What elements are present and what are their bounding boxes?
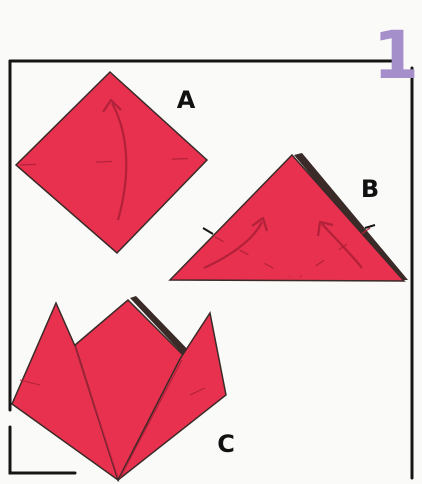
label-b: B [361, 175, 379, 203]
figure-c-tulip [12, 296, 226, 480]
triangle-paper [170, 155, 404, 281]
triangle-right-tick [365, 225, 375, 228]
label-c: C [217, 430, 235, 458]
label-a: A [177, 86, 196, 114]
figure-b-triangle [170, 153, 408, 281]
triangle-left-tick [203, 228, 213, 234]
step-number: 1 [373, 17, 419, 94]
